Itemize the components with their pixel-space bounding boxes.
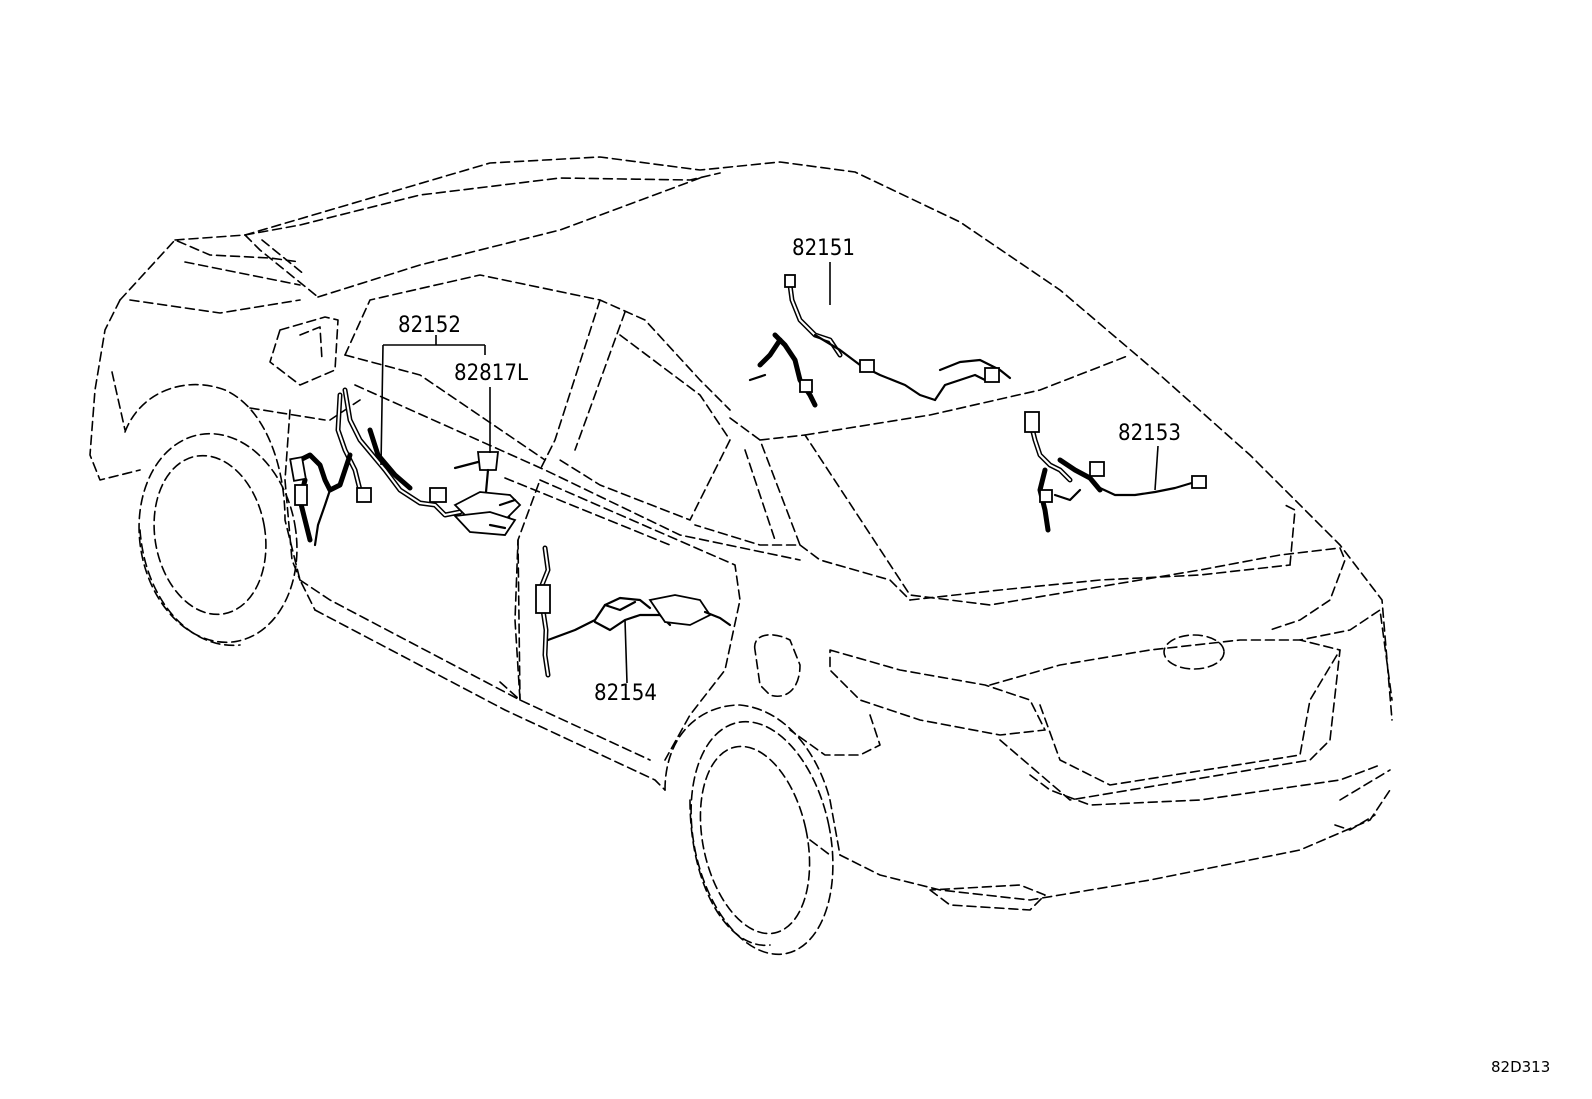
drawing-code: 82D313 <box>1491 1058 1550 1076</box>
leader-lines <box>380 262 1159 684</box>
car-body-outline <box>89 156 1393 956</box>
leader-82154 <box>624 619 628 684</box>
trunk-harness <box>1024 411 1207 533</box>
label-82817L: 82817L <box>454 361 528 386</box>
rear-door-harness <box>535 545 732 678</box>
front-door-harness <box>289 387 522 547</box>
leader-82152 <box>380 335 486 466</box>
part-labels: 82151 82152 82817L 82153 82154 <box>398 236 1181 706</box>
roof-harness <box>748 274 1012 408</box>
leader-82153 <box>1154 445 1159 491</box>
label-82154: 82154 <box>594 681 657 706</box>
connector-82817L <box>453 451 500 494</box>
label-82152: 82152 <box>398 313 461 338</box>
label-82151: 82151 <box>792 236 855 261</box>
label-82153: 82153 <box>1118 421 1181 446</box>
